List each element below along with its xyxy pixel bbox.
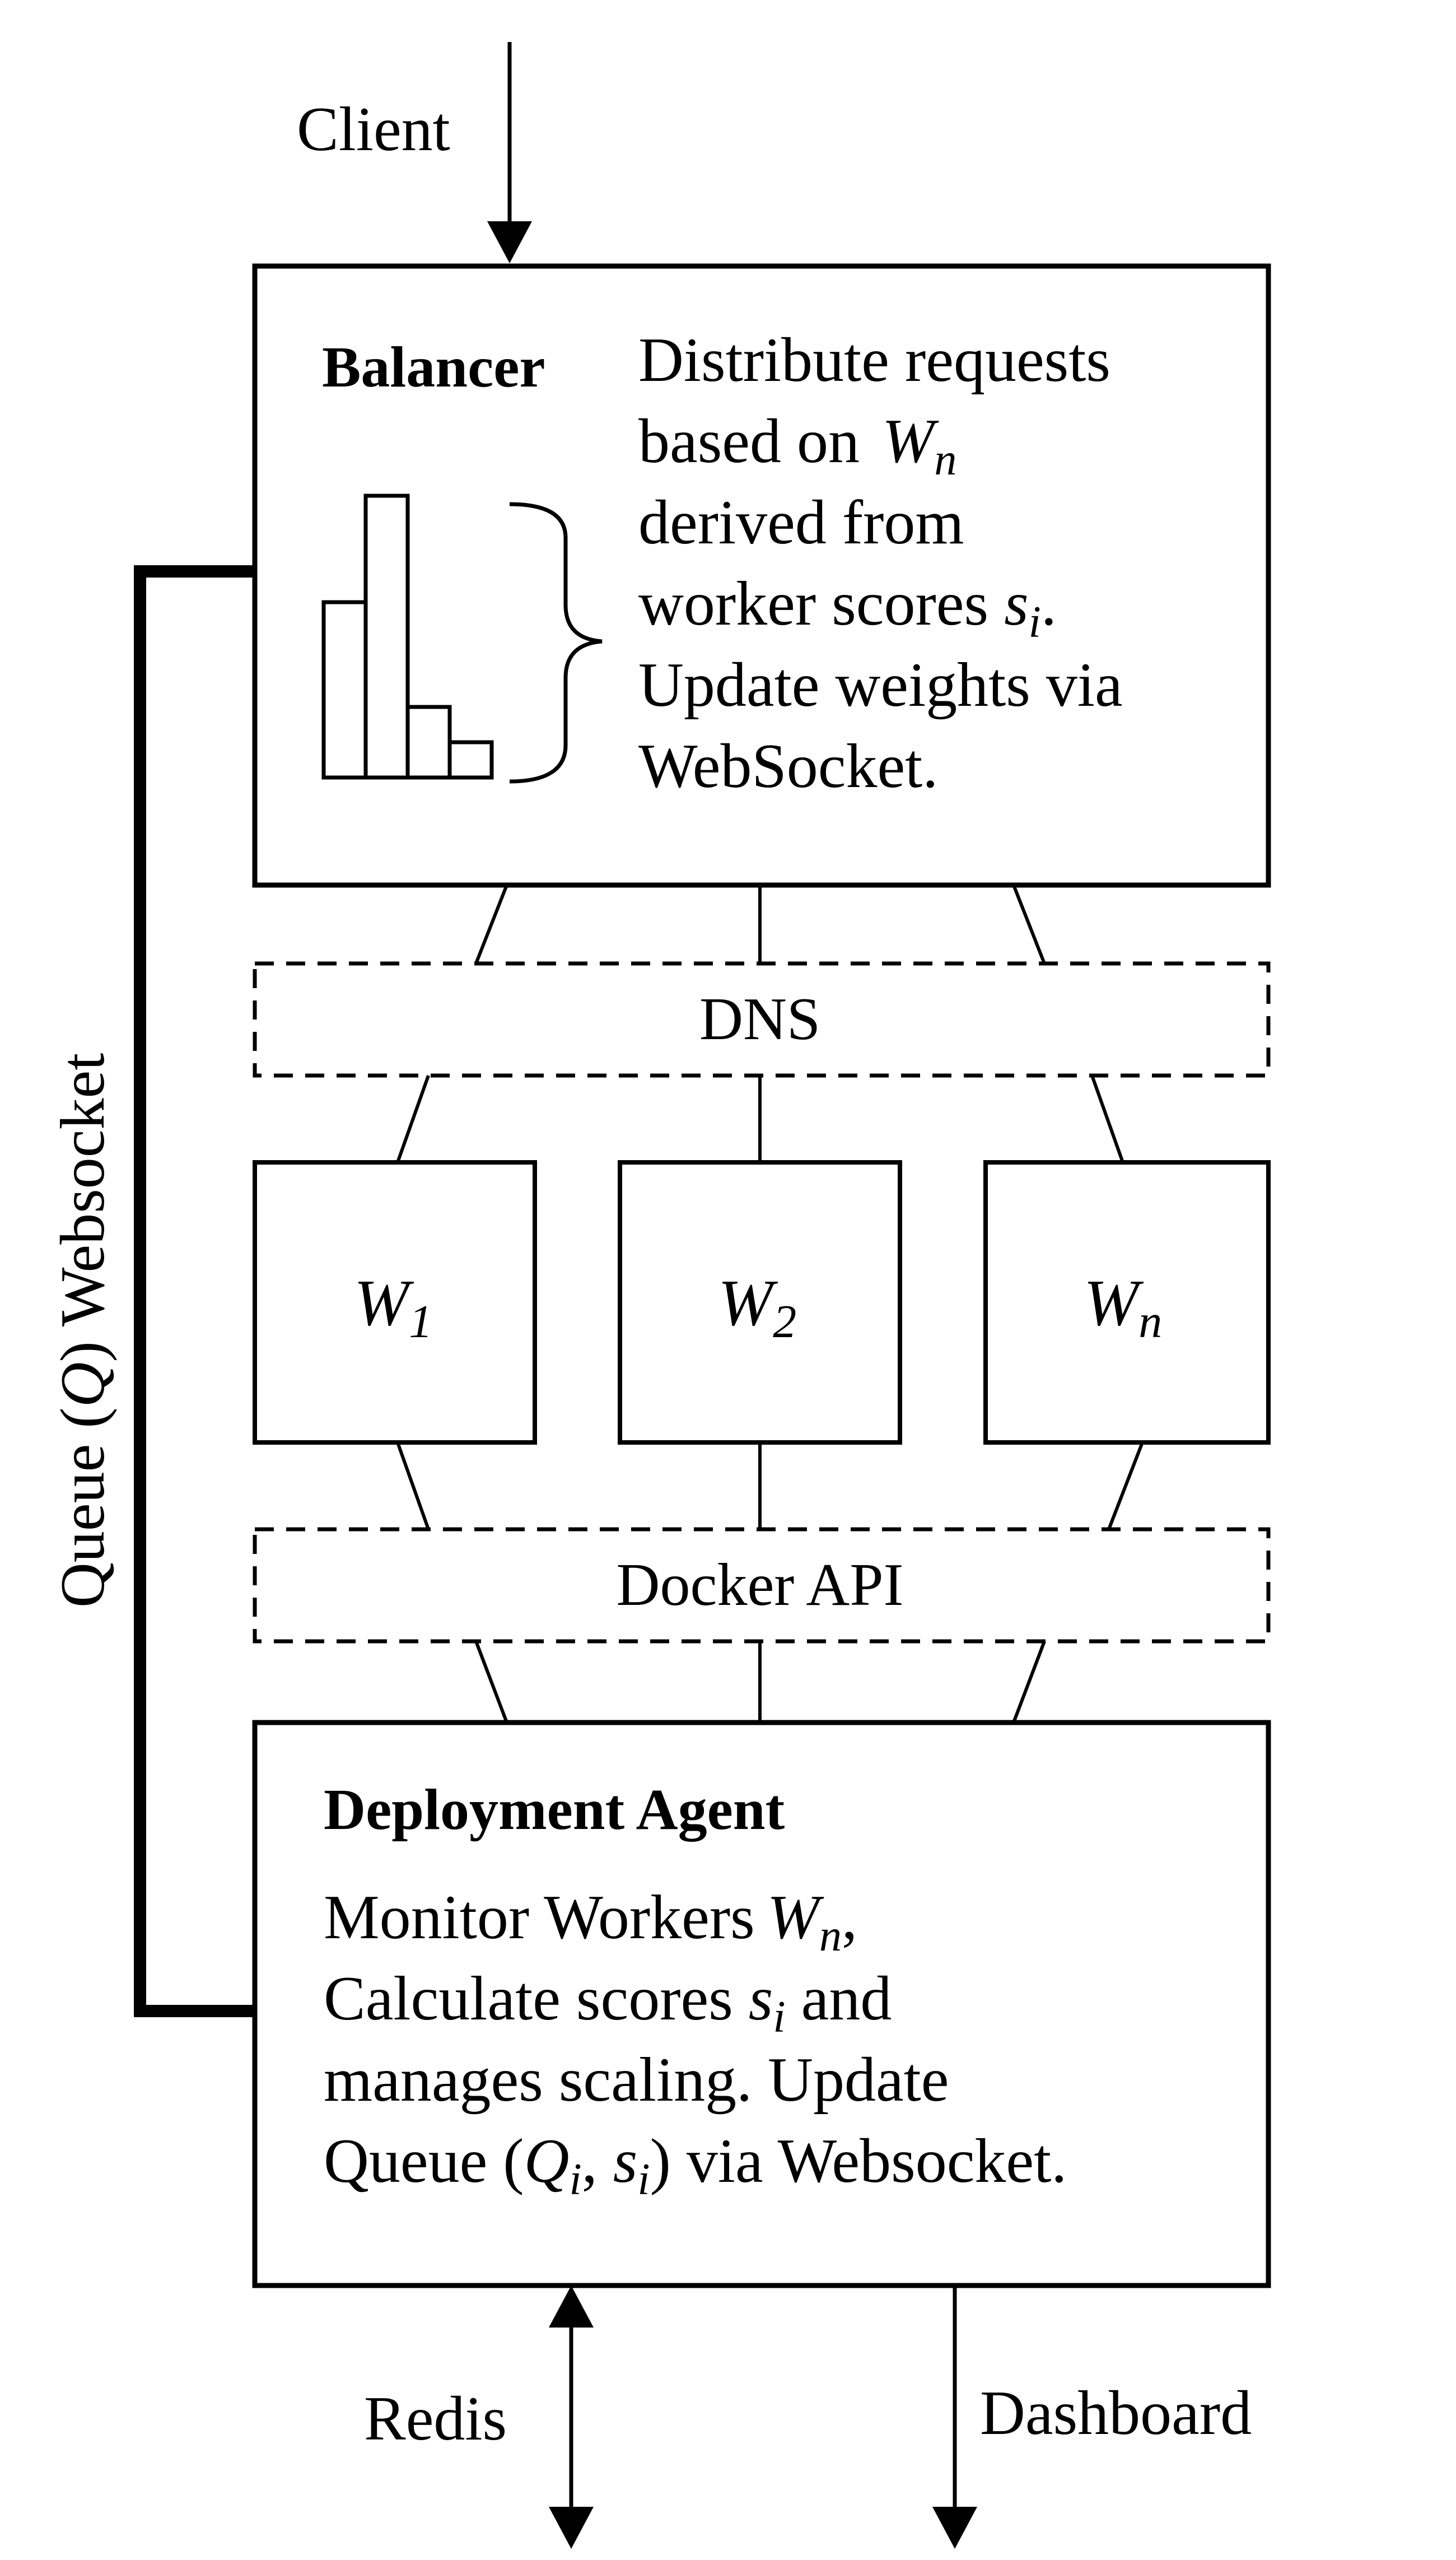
docker-api-label: Docker API [617,1552,904,1618]
worker-box-n [983,1160,1271,1445]
dns-worker-connectors [396,1074,1124,1163]
docker-agent-connectors [474,1640,1046,1724]
worker-docker-connectors [396,1441,1144,1530]
deployment-agent-box [252,1720,1271,2288]
balancer-desc-line1: Distribute requests [638,325,1110,395]
agent-line3: manages scaling. Update [324,2045,949,2115]
client-arrow [487,42,532,263]
queue-websocket-connector [134,565,255,2017]
worker-box-1 [253,1160,537,1445]
client-label: Client [297,95,450,164]
worker-label-n: Wn [1084,1266,1162,1348]
balancer-desc-line5: Update weights via [638,650,1123,720]
queue-websocket-label: Queue (Q) Websocket [48,1053,118,1608]
worker-label-1: W1 [354,1266,432,1348]
curly-brace-icon [509,502,603,784]
agent-title: Deployment Agent [324,1777,785,1842]
histogram-icon [321,494,494,780]
worker-label-2: W2 [718,1266,796,1348]
redis-label: Redis [364,2384,507,2454]
agent-line4: Queue (Qi, si) via Websocket. [324,2126,1067,2204]
balancer-desc-line6: WebSocket. [638,732,938,801]
dns-label: DNS [699,986,820,1053]
redis-arrow [549,2286,594,2549]
balancer-dns-connectors [474,884,1046,965]
dashboard-label: Dashboard [980,2379,1252,2448]
balancer-desc-line3: derived from [638,488,964,557]
balancer-title: Balancer [322,335,545,399]
dashboard-arrow [932,2286,977,2549]
